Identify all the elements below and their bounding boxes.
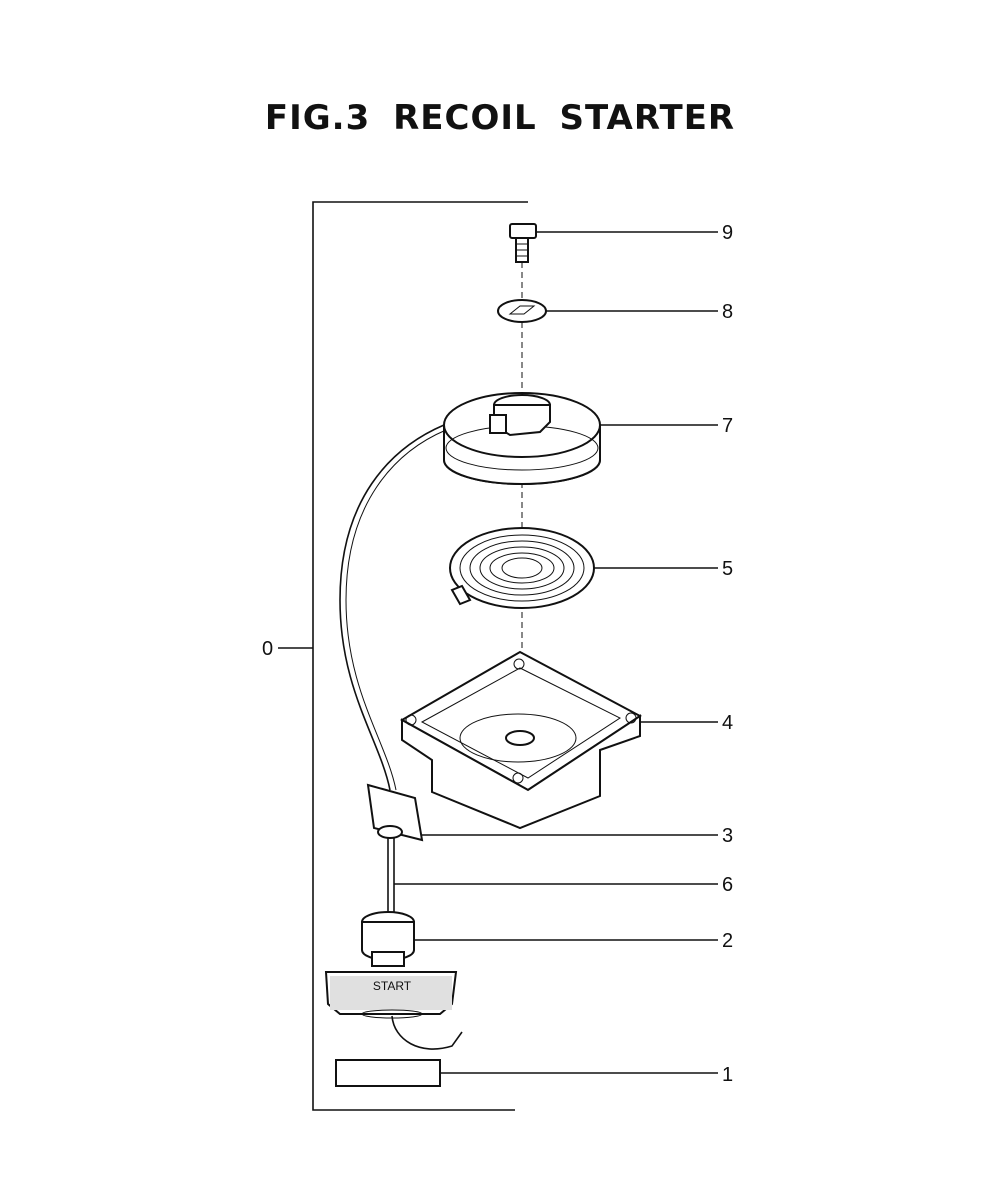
- part-8-washer: [497, 299, 718, 323]
- callout-5: 5: [722, 558, 733, 580]
- part-1-label: [335, 1059, 718, 1087]
- callout-2: 2: [722, 930, 733, 952]
- callout-0: 0: [262, 638, 273, 660]
- callout-1: 1: [722, 1064, 733, 1086]
- part-9-screw: [509, 223, 718, 263]
- assembly-bracket: [278, 201, 528, 1111]
- part-6-rope: [387, 838, 718, 912]
- part-3-rope-guide: [366, 783, 718, 842]
- callout-7: 7: [722, 415, 733, 437]
- callout-8: 8: [722, 301, 733, 323]
- start-handle: START: [324, 971, 463, 1050]
- part-4-starter-case: [399, 650, 718, 830]
- part-7-reel-pulley: [443, 392, 718, 485]
- handle-start-label: START: [373, 979, 412, 993]
- starter-rope-edge: [345, 429, 447, 791]
- callout-6: 6: [722, 874, 733, 896]
- callout-4: 4: [722, 712, 733, 734]
- starter-rope: [339, 424, 445, 791]
- part-2-grip-collar: [361, 911, 718, 967]
- part-5-recoil-spring: [449, 527, 718, 609]
- figure-title: FIG.3 RECOIL STARTER: [264, 98, 736, 138]
- callout-9: 9: [722, 222, 733, 244]
- callout-3: 3: [722, 825, 733, 847]
